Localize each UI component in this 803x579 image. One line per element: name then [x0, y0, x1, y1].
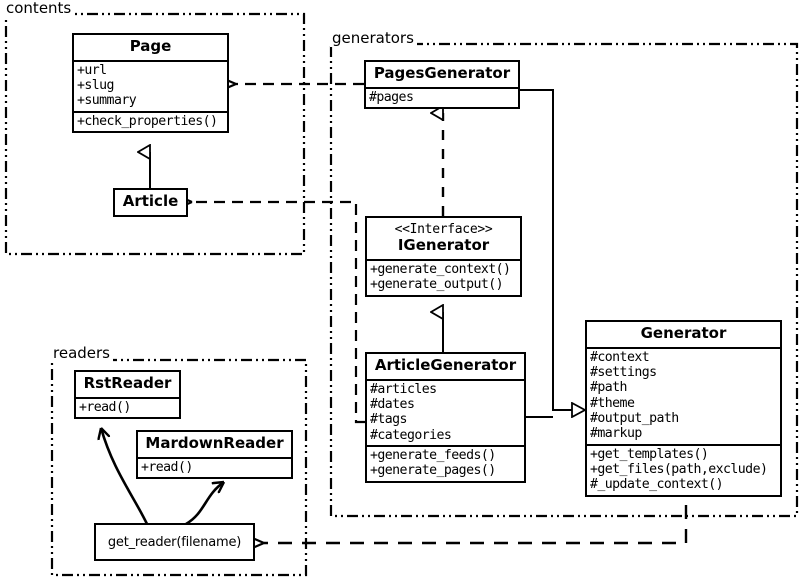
class-methods-igenerator: +generate_context() +generate_output() — [367, 259, 520, 295]
edge-getreader-to-mardownreader — [185, 482, 224, 526]
class-name-igenerator-text: IGenerator — [397, 236, 490, 255]
edge-articlegenerator-to-article — [192, 202, 365, 424]
package-border-generators — [329, 42, 799, 518]
attribute-slug: +slug — [77, 78, 115, 94]
class-attributes-generator: #context #settings #path #theme #output_… — [587, 346, 780, 444]
class-name-mardown-reader: MardownReader — [145, 434, 284, 452]
class-name-pages-generator: PagesGenerator — [373, 64, 511, 82]
package-border-contents — [4, 12, 306, 256]
method-update-context: #_update_context() — [590, 477, 724, 493]
class-methods-rst-reader: +read() — [76, 396, 179, 417]
class-box-article-generator[interactable]: ArticleGenerator #articles #dates #tags … — [365, 352, 526, 483]
package-label-contents: contents — [4, 0, 75, 17]
function-label-get-reader: get_reader(filename) — [107, 534, 242, 550]
class-attributes-pages-generator: #pages — [366, 86, 518, 107]
edge-pagesgenerator-to-generator — [520, 89, 567, 411]
class-box-pages-generator[interactable]: PagesGenerator #pages — [364, 60, 520, 110]
method-generate-feeds: +generate_feeds() — [370, 448, 496, 463]
package-label-generators: generators — [330, 29, 417, 47]
method-read-rst: +read() — [79, 399, 131, 415]
class-box-article[interactable]: Article — [113, 188, 188, 217]
method-generate-pages: +generate_pages() — [370, 463, 496, 479]
method-generate-output: +generate_output() — [370, 277, 504, 293]
method-generate-context: +generate_context() — [370, 262, 511, 277]
edge-getreader-to-rstreader — [101, 428, 149, 525]
class-box-mardown-reader[interactable]: MardownReader +read() — [136, 430, 293, 480]
method-get-files: +get_files(path,exclude) — [590, 461, 768, 477]
class-name-igenerator: <<Interface>> IGenerator — [367, 218, 520, 259]
method-check-properties: +check_properties() — [77, 113, 218, 129]
method-read-mardown: +read() — [141, 459, 193, 475]
attribute-settings: #settings — [590, 365, 657, 381]
attribute-context: #context — [590, 349, 650, 365]
attribute-url: +url — [77, 62, 107, 78]
attribute-theme: #theme — [590, 395, 635, 411]
attribute-output-path: #output_path — [590, 411, 679, 426]
class-name-rst-reader: RstReader — [83, 374, 172, 392]
attribute-articles: #articles — [370, 381, 437, 397]
class-box-igenerator[interactable]: <<Interface>> IGenerator +generate_conte… — [365, 216, 522, 297]
attribute-path: #path — [590, 380, 628, 396]
attribute-categories: #categories — [370, 427, 452, 443]
class-methods-article-generator: +generate_feeds() +generate_pages() — [367, 445, 524, 481]
class-name-article-generator: ArticleGenerator — [374, 356, 517, 374]
attribute-summary: +summary — [77, 93, 137, 109]
class-box-rst-reader[interactable]: RstReader +read() — [74, 370, 181, 420]
edge-generator-to-getreader — [264, 505, 688, 543]
attribute-markup: #markup — [590, 426, 642, 442]
attribute-tags: #tags — [370, 412, 408, 428]
method-get-templates: +get_templates() — [590, 446, 709, 462]
class-box-generator[interactable]: Generator #context #settings #path #them… — [585, 320, 782, 497]
package-label-readers: readers — [51, 344, 113, 362]
package-border-readers — [50, 358, 308, 577]
class-stereotype-igenerator: <<Interface>> — [394, 222, 493, 237]
class-name-generator: Generator — [640, 324, 727, 342]
class-methods-mardown-reader: +read() — [138, 456, 291, 477]
class-name-article: Article — [122, 192, 179, 210]
attribute-dates: #dates — [370, 397, 415, 413]
class-methods-generator: +get_templates() +get_files(path,exclude… — [587, 443, 780, 495]
class-methods-page: +check_properties() — [74, 110, 227, 131]
class-box-page[interactable]: Page +url +slug +summary +check_properti… — [72, 33, 229, 133]
class-attributes-article-generator: #articles #dates #tags #categories — [367, 378, 524, 445]
attribute-pages: #pages — [369, 89, 414, 105]
function-box-get-reader[interactable]: get_reader(filename) — [94, 523, 255, 561]
class-name-page: Page — [129, 37, 172, 55]
class-attributes-page: +url +slug +summary — [74, 59, 227, 111]
